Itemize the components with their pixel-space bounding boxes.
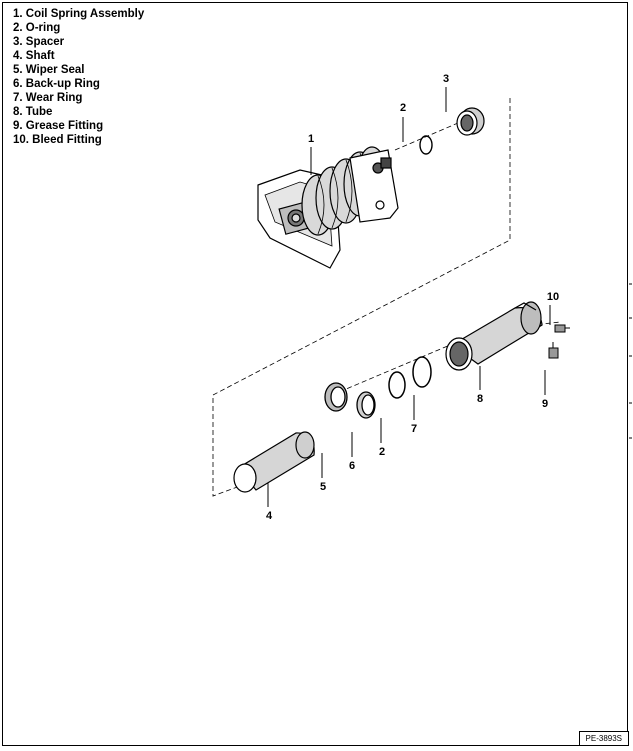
coil-spring-assembly-part [257,146,399,269]
callout-6: 6 [349,460,355,472]
parts-legend: 1. Coil Spring Assembly 2. O-ring 3. Spa… [13,7,144,147]
legend-item-coil-spring-assembly: 1. Coil Spring Assembly [13,8,145,20]
callout-10: 10 [547,291,559,303]
legend-item-back-up-ring: 6. Back-up Ring [13,78,100,90]
callout-2-upper: 2 [400,102,406,114]
callout-2-lower: 2 [379,446,385,458]
shaft-part [233,431,315,493]
legend-item-wiper-seal: 5. Wiper Seal [13,64,85,76]
callout-9: 9 [542,398,548,410]
callout-3: 3 [443,73,449,85]
callout-7: 7 [411,423,417,435]
page-frame [2,2,628,746]
bleed-fitting-part [554,324,570,333]
callout-4: 4 [266,510,273,522]
spacer-part [456,107,485,136]
legend-item-spacer: 3. Spacer [13,36,65,48]
callout-1: 1 [308,133,314,145]
wear-ring-part [412,356,432,388]
edge-registration-marks [629,283,632,439]
legend-item-wear-ring: 7. Wear Ring [13,92,83,104]
o-ring-upper-part [419,135,433,155]
callout-8: 8 [477,393,483,405]
legend-item-o-ring: 2. O-ring [13,22,61,34]
tube-part [445,301,543,371]
callout-5: 5 [320,481,326,493]
legend-item-bleed-fitting: 10. Bleed Fitting [13,134,102,146]
reference-code-label: PE-3893S [578,731,629,746]
wiper-seal-part [324,382,348,412]
back-up-ring-part [356,391,376,419]
legend-item-shaft: 4. Shaft [13,50,55,62]
legend-item-tube: 8. Tube [13,106,53,118]
grease-fitting-part [548,342,559,359]
o-ring-lower-part [388,371,406,399]
legend-item-grease-fitting: 9. Grease Fitting [13,120,104,132]
callout-leader-lines [267,87,551,507]
callout-numbers: 1 2 3 10 8 9 7 2 6 5 4 [266,73,559,522]
